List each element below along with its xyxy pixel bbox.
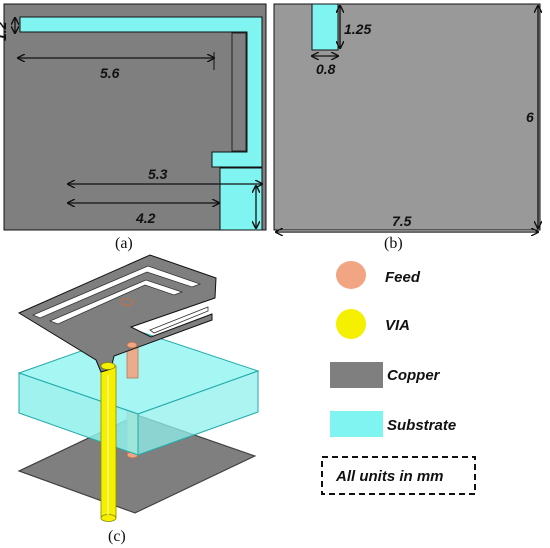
panel-b-caption: (b)	[384, 235, 403, 252]
legend-via-label: VIA	[385, 317, 410, 334]
panel-a: 1.2 5.6 5.3 4.2 (a)	[0, 3, 267, 252]
legend-units-note: All units in mm	[335, 468, 444, 485]
panel-c-caption: (c)	[108, 528, 126, 545]
panel-c-slot-outer	[31, 265, 202, 319]
panel-b-dim3-label: 6	[526, 109, 534, 125]
panel-a-dim1-label: 1.2	[0, 21, 9, 41]
legend: Feed VIA Copper Substrate All units in m…	[321, 261, 476, 495]
legend-substrate-swatch	[330, 411, 383, 437]
panel-c-substrate-right-face	[137, 370, 259, 456]
legend-feed-label: Feed	[385, 269, 421, 286]
panel-a-caption: (a)	[115, 235, 133, 252]
panel-c: (c)	[17, 254, 260, 545]
panel-c-top-patch	[17, 254, 217, 373]
panel-c-slot-inner	[48, 279, 184, 325]
legend-copper-swatch	[330, 362, 383, 388]
panel-b-dim1-label: 1.25	[344, 21, 371, 37]
legend-copper-label: Copper	[387, 367, 441, 384]
panel-b-dim4-label: 7.5	[392, 213, 412, 229]
panel-c-feed-marker	[120, 298, 134, 306]
panel-a-dim4-label: 4.2	[135, 210, 156, 226]
panel-b-substrate-notch	[311, 3, 339, 51]
legend-units-box	[321, 456, 476, 495]
panel-a-substrate-slot	[19, 16, 263, 231]
legend-feed-swatch	[336, 261, 366, 289]
panel-c-via-end	[100, 514, 117, 522]
panel-b-dim2-label: 0.8	[316, 61, 336, 77]
legend-via-swatch	[336, 309, 366, 339]
panel-b: 1.25 0.8 6 7.5 (b)	[273, 3, 540, 252]
legend-substrate-label: Substrate	[387, 417, 456, 434]
panel-a-arm-core	[231, 32, 247, 152]
panel-a-dim3-label: 5.3	[148, 166, 168, 182]
panel-a-dim2-label: 5.6	[100, 65, 120, 81]
panel-c-slot-tail	[149, 306, 209, 334]
